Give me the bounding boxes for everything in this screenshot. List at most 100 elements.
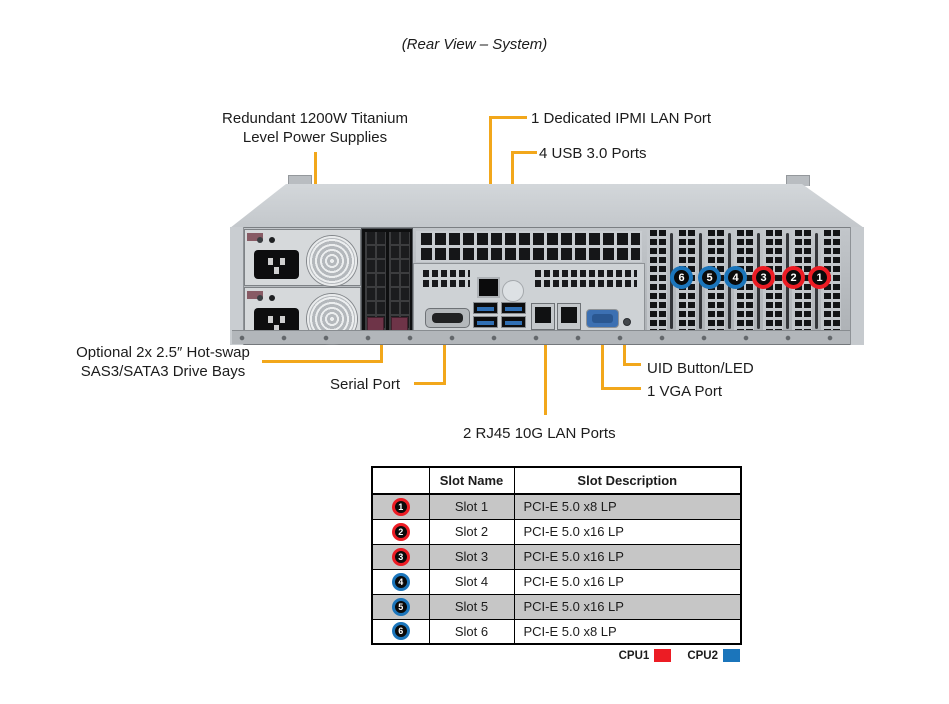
label-drive-bays: Optional 2x 2.5″ Hot-swap SAS3/SATA3 Dri… bbox=[48, 343, 278, 381]
callout-line-bays-h bbox=[262, 360, 383, 363]
callout-line-vga-v bbox=[601, 334, 604, 390]
vent-strip bbox=[416, 231, 642, 262]
slot-6-marker: 6 bbox=[391, 622, 410, 641]
chassis-slot-marker-3: 3 bbox=[752, 266, 775, 289]
slot-6-name: Slot 6 bbox=[428, 618, 515, 645]
slot-1-name: Slot 1 bbox=[428, 493, 515, 520]
usb-port-1 bbox=[473, 302, 498, 314]
power-supply-1 bbox=[244, 229, 361, 286]
legend-cpu2-label: CPU2 bbox=[687, 649, 718, 662]
cpu1-color-swatch bbox=[654, 649, 672, 662]
callout-line-uid-h bbox=[623, 363, 641, 366]
psu1-fan bbox=[307, 236, 357, 286]
label-power-supplies: Redundant 1200W Titanium Level Power Sup… bbox=[190, 109, 440, 147]
drive-bays bbox=[361, 228, 413, 344]
usb-port-4 bbox=[501, 316, 526, 328]
psu1-led bbox=[257, 237, 263, 243]
table-row: 5 Slot 5 PCI-E 5.0 x16 LP bbox=[371, 593, 742, 620]
io-plate bbox=[413, 263, 645, 336]
label-power-supplies-line1: Redundant 1200W Titanium bbox=[222, 110, 408, 127]
callout-line-usb-h bbox=[511, 151, 537, 154]
server-chassis: 6 5 4 3 2 1 bbox=[230, 170, 866, 346]
chassis-lid bbox=[230, 184, 864, 228]
cpu-legend: CPU1 CPU2 bbox=[371, 649, 740, 662]
usb-port-2 bbox=[473, 316, 498, 328]
callout-line-bays-v bbox=[380, 330, 383, 363]
usb-port-3 bbox=[501, 302, 526, 314]
psu2-led bbox=[257, 295, 263, 301]
io-vents-left bbox=[419, 269, 471, 291]
psu2-label-tag bbox=[247, 291, 263, 299]
label-drive-bays-line2: SAS3/SATA3 Drive Bays bbox=[80, 363, 246, 380]
slot-table-header-description: Slot Description bbox=[513, 466, 742, 495]
slot-2-name: Slot 2 bbox=[428, 518, 515, 545]
chassis-bottom-strip bbox=[232, 330, 862, 344]
psu1-ac-pins bbox=[268, 258, 273, 265]
table-row: 2 Slot 2 PCI-E 5.0 x16 LP bbox=[371, 518, 742, 545]
lan-port-2 bbox=[557, 303, 581, 330]
label-power-supplies-line2: Level Power Supplies bbox=[242, 129, 388, 146]
round-knockout bbox=[502, 280, 524, 302]
label-ipmi-lan-port: 1 Dedicated IPMI LAN Port bbox=[531, 110, 712, 127]
chassis-right-rim bbox=[850, 227, 864, 345]
slot-2-description: PCI-E 5.0 x16 LP bbox=[513, 518, 742, 545]
slot-table-header-name: Slot Name bbox=[428, 466, 515, 495]
slot-6-description: PCI-E 5.0 x8 LP bbox=[513, 618, 742, 645]
slot-table-header-row: Slot Name Slot Description bbox=[371, 466, 742, 495]
page-title: (Rear View – System) bbox=[401, 36, 548, 53]
io-vents-right bbox=[531, 269, 638, 291]
table-row: 4 Slot 4 PCI-E 5.0 x16 LP bbox=[371, 568, 742, 595]
label-vga-port: 1 VGA Port bbox=[647, 383, 723, 400]
table-row: 3 Slot 3 PCI-E 5.0 x16 LP bbox=[371, 543, 742, 570]
slot-3-marker: 3 bbox=[391, 547, 410, 566]
chassis-lid-tab-left bbox=[288, 175, 312, 186]
callout-line-serial-h bbox=[414, 382, 446, 385]
slot-3-description: PCI-E 5.0 x16 LP bbox=[513, 543, 742, 570]
table-row: 6 Slot 6 PCI-E 5.0 x8 LP bbox=[371, 618, 742, 645]
slot-4-description: PCI-E 5.0 x16 LP bbox=[513, 568, 742, 595]
lan-port-1 bbox=[531, 303, 555, 330]
ipmi-lan-port bbox=[477, 277, 500, 298]
chassis-left-wall bbox=[230, 227, 244, 345]
slot-table-header-marker bbox=[371, 466, 430, 495]
callout-line-ipmi-h bbox=[489, 116, 527, 119]
drive-bay-2 bbox=[389, 232, 410, 342]
legend-cpu1-label: CPU1 bbox=[618, 649, 650, 662]
cpu2-color-swatch bbox=[723, 649, 740, 662]
slot-5-description: PCI-E 5.0 x16 LP bbox=[513, 593, 742, 620]
slot-4-marker: 4 bbox=[391, 572, 410, 591]
uid-button bbox=[623, 318, 631, 326]
slot-1-marker: 1 bbox=[391, 497, 410, 516]
slot-table: Slot Name Slot Description 1 Slot 1 PCI-… bbox=[371, 466, 742, 645]
chassis-slot-marker-2: 2 bbox=[782, 266, 805, 289]
slot-4-name: Slot 4 bbox=[428, 568, 515, 595]
callout-line-serial-v bbox=[443, 330, 446, 385]
chassis-slot-marker-1: 1 bbox=[808, 266, 831, 289]
slot-5-name: Slot 5 bbox=[428, 593, 515, 620]
callout-line-lan-v bbox=[544, 332, 547, 415]
psu1-ac-inlet bbox=[254, 250, 299, 279]
psu2-ac-pins bbox=[268, 316, 273, 323]
slot-3-name: Slot 3 bbox=[428, 543, 515, 570]
slot-2-marker: 2 bbox=[391, 522, 410, 541]
chassis-slot-marker-4: 4 bbox=[724, 266, 747, 289]
usb-stack-right bbox=[501, 302, 526, 330]
vga-port bbox=[586, 309, 619, 328]
chassis-slot-marker-6: 6 bbox=[670, 266, 693, 289]
chassis-lid-tab-right bbox=[786, 175, 810, 186]
drive-bay-1 bbox=[365, 232, 386, 342]
serial-port bbox=[425, 308, 470, 328]
label-uid-button: UID Button/LED bbox=[647, 360, 754, 377]
psu1-label-tag bbox=[247, 233, 263, 241]
pci-bracket bbox=[647, 229, 667, 333]
callout-line-uid-v bbox=[623, 334, 626, 366]
slot-1-description: PCI-E 5.0 x8 LP bbox=[513, 493, 742, 520]
label-serial-port: Serial Port bbox=[330, 376, 401, 393]
usb-stack-left bbox=[473, 302, 498, 330]
chassis-slot-marker-5: 5 bbox=[698, 266, 721, 289]
label-drive-bays-line1: Optional 2x 2.5″ Hot-swap bbox=[76, 344, 250, 361]
label-lan-ports: 2 RJ45 10G LAN Ports bbox=[463, 425, 616, 442]
slot-5-marker: 5 bbox=[391, 597, 410, 616]
callout-line-vga-h bbox=[601, 387, 641, 390]
